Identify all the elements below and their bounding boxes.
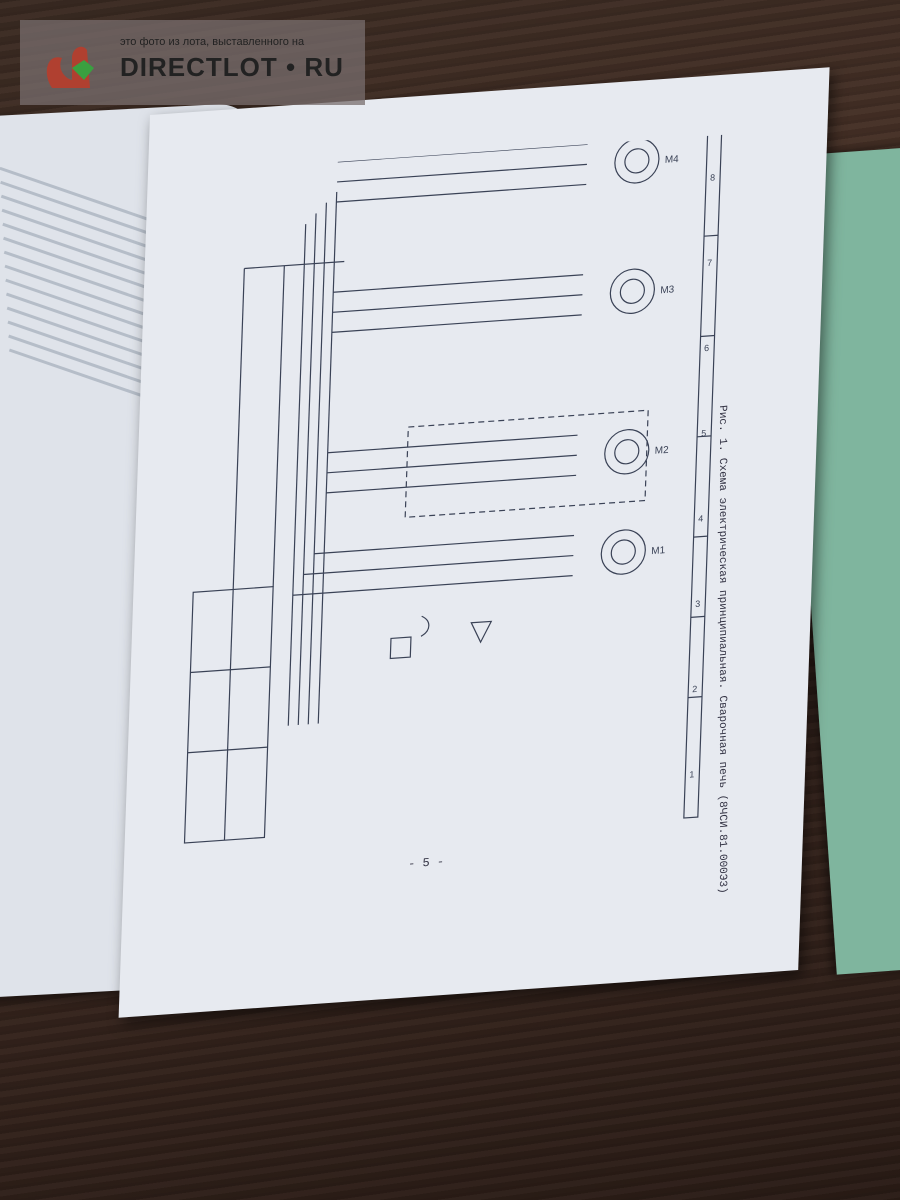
zone-number: 3	[695, 599, 700, 609]
zone-number: 7	[707, 258, 712, 268]
zone-number: 6	[704, 343, 709, 353]
zone-number: 1	[689, 769, 694, 779]
zone-number: 4	[698, 513, 703, 523]
watermark-subtitle: это фото из лота, выставленного на	[120, 36, 305, 48]
watermark: это фото из лота, выставленного на DIREC…	[20, 20, 365, 105]
motor-m4	[614, 138, 660, 184]
motor-label: M4	[665, 154, 680, 166]
motor-label: M2	[655, 445, 670, 457]
figure-caption: Рис. 1. Схема электрическая принципиальн…	[716, 404, 729, 895]
motor-label: M3	[660, 284, 675, 296]
zone-table	[683, 131, 723, 819]
watermark-brand: DIRECTLOT • RU	[120, 52, 344, 82]
zone-number: 2	[692, 684, 697, 694]
motor-m2	[604, 429, 650, 475]
squirrel-logo-icon	[46, 46, 94, 88]
page-number: - 5 -	[407, 854, 445, 872]
motor-m3	[609, 268, 655, 314]
motor-m1	[600, 529, 646, 575]
electrical-schematic: M1 M2 M3 M4 1 2 3 4 5 6 7 8	[183, 131, 723, 844]
right-page: M1 M2 M3 M4 1 2 3 4 5 6 7 8 Рис. 1. Схема электриче…	[118, 67, 830, 1018]
zone-number: 8	[710, 172, 715, 182]
motor-label: M1	[651, 545, 666, 557]
zone-number: 5	[701, 428, 706, 438]
